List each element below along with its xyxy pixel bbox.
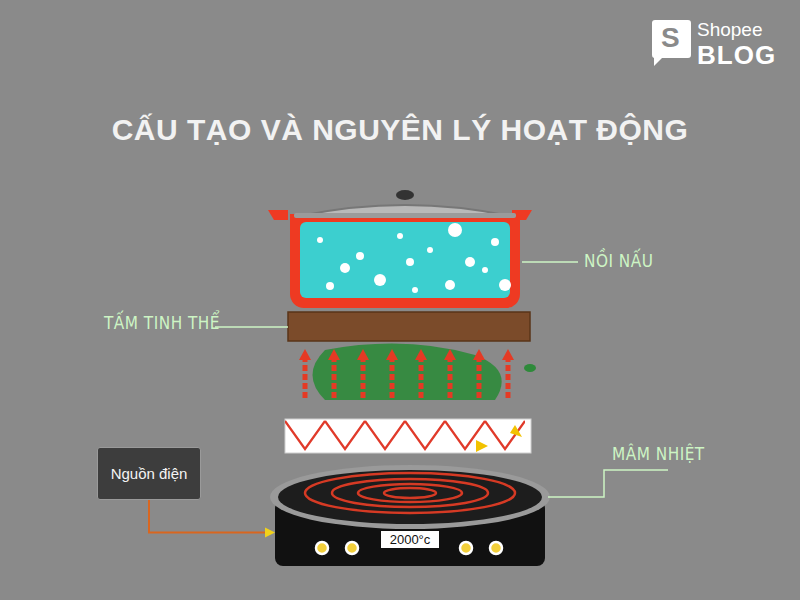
brand-name: Shopee bbox=[697, 19, 763, 41]
logo-letter: S bbox=[661, 22, 680, 54]
power-wire bbox=[149, 500, 275, 537]
shopee-logo bbox=[652, 20, 691, 66]
leader-lines bbox=[215, 262, 668, 497]
heating-element bbox=[285, 419, 531, 453]
cooking-pot bbox=[268, 190, 532, 308]
crystal-plate bbox=[288, 312, 530, 341]
callout-label: NỒI NẤU bbox=[584, 251, 653, 271]
title: CẤU TẠO VÀ NGUYÊN LÝ HOẠT ĐỘNG bbox=[0, 113, 800, 147]
brand-blog: BLOG bbox=[697, 40, 776, 71]
induction-stove bbox=[270, 465, 550, 566]
callout-label: TẤM TINH THỂ bbox=[104, 313, 220, 333]
stove-body: 2000°c bbox=[275, 505, 545, 566]
heat-arrows bbox=[299, 344, 536, 400]
node-text: 2000°c bbox=[381, 531, 440, 548]
node-text: Nguồn điện bbox=[111, 465, 188, 482]
callout-label: MÂM NHIỆT bbox=[612, 444, 705, 464]
power-source-box: Nguồn điện bbox=[97, 447, 201, 500]
